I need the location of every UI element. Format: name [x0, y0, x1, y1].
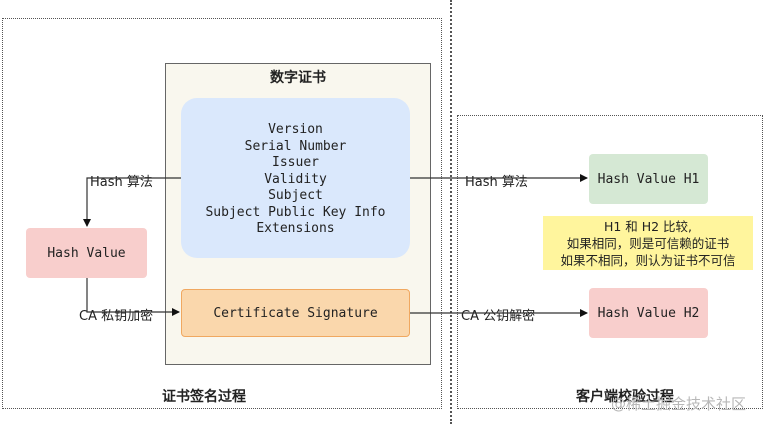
hash-algorithm-label-left: Hash 算法: [88, 171, 155, 190]
field-serial-number: Serial Number: [244, 138, 347, 154]
client-verification-title: 客户端校验过程: [576, 389, 674, 405]
field-subject-public-key-info: Subject Public Key Info: [205, 204, 386, 220]
signing-process-region: [2, 18, 442, 409]
field-subject: Subject: [268, 188, 323, 203]
signing-process-title: 证书签名过程: [162, 389, 246, 405]
connector-hash-left: [83, 177, 181, 227]
certificate-signature-label: Certificate Signature: [213, 305, 378, 321]
certificate-title: 数字证书: [270, 70, 326, 86]
hash-value-box: Hash Value: [26, 228, 147, 278]
field-version: Version: [268, 122, 323, 137]
hash-value-h2-box: Hash Value H2: [589, 288, 708, 338]
watermark: @稀土掘金技术社区: [611, 395, 747, 413]
hash-algorithm-label-right: Hash 算法: [463, 171, 530, 190]
certificate-fields-list: Version Serial Number Issuer Validity Su…: [181, 122, 410, 238]
field-issuer: Issuer: [272, 155, 319, 170]
hash-value-h1-label: Hash Value H1: [597, 171, 700, 187]
hash-value-h2-label: Hash Value H2: [597, 305, 700, 321]
region-divider: [450, 0, 452, 424]
field-validity: Validity: [264, 171, 327, 187]
comparison-line-3: 如果不相同，则认为证书不可信: [560, 253, 736, 268]
comparison-note: H1 和 H2 比较, 如果相同，则是可信赖的证书 如果不相同，则认为证书不可信: [543, 216, 753, 270]
ca-private-key-encrypt-label: CA 私钥加密: [77, 305, 156, 324]
client-verification-region: [457, 115, 763, 409]
hash-value-h1-box: Hash Value H1: [589, 154, 708, 204]
certificate-signature-box: Certificate Signature: [181, 289, 410, 337]
certificate-fields-box: Version Serial Number Issuer Validity Su…: [181, 98, 410, 258]
hash-value-label: Hash Value: [47, 245, 126, 261]
comparison-line-1: H1 和 H2 比较,: [603, 219, 693, 234]
comparison-line-2: 如果相同，则是可信赖的证书: [566, 236, 730, 251]
field-extensions: Extensions: [256, 221, 335, 236]
connector-encrypt-left: [86, 278, 180, 316]
